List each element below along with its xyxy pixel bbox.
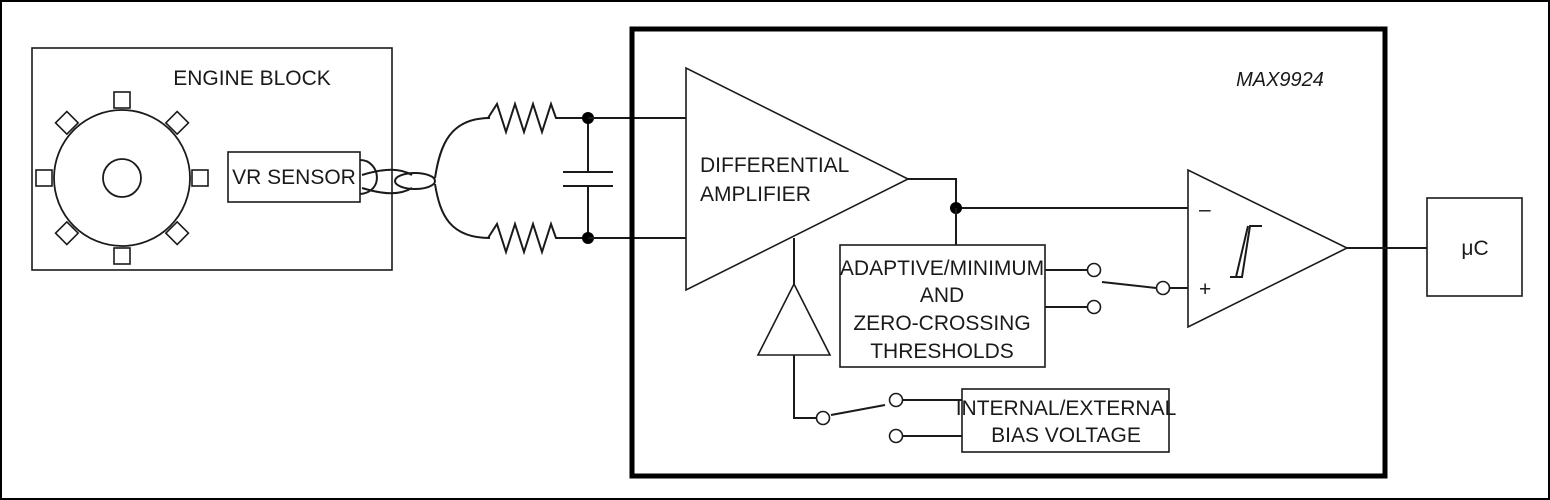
vr-sensor-box: VR SENSOR (227, 151, 361, 203)
bias-switch-icon (830, 392, 962, 444)
vr-sensor-label: VR SENSOR (232, 166, 356, 189)
bias-buffer (756, 238, 832, 426)
bias-line1: INTERNAL/EXTERNAL (956, 397, 1177, 420)
engine-block: ENGINE BLOCK VR SENSOR (31, 47, 393, 271)
thresholds-line2: AND (920, 284, 964, 307)
capacitor-icon (563, 118, 613, 238)
microcontroller-label: μC (1461, 237, 1488, 260)
bias-line2: BIAS VOLTAGE (991, 424, 1141, 447)
bias-voltage-block: INTERNAL/EXTERNAL BIAS VOLTAGE (956, 388, 1177, 453)
chip-boundary: MAX9924 (629, 26, 1388, 479)
comparator: – + (1187, 168, 1349, 329)
resistor-top-icon (487, 100, 588, 136)
resistor-bottom-icon (487, 220, 588, 256)
diff-amp-label-line2: AMPLIFIER (700, 183, 811, 206)
threshold-switch-icon (1045, 262, 1188, 315)
hysteresis-icon (1230, 225, 1262, 278)
thresholds-block: ADAPTIVE/MINIMUM AND ZERO-CROSSING THRES… (839, 244, 1046, 368)
thresholds-line1: ADAPTIVE/MINIMUM (840, 257, 1044, 280)
chip-label: MAX9924 (1236, 69, 1324, 91)
differential-amplifier: DIFFERENTIAL AMPLIFIER (685, 66, 910, 292)
diff-amp-label-line1: DIFFERENTIAL (700, 154, 849, 177)
microcontroller-block: μC (1426, 197, 1523, 297)
engine-block-label: ENGINE BLOCK (173, 67, 331, 90)
comparator-minus-label: – (1199, 198, 1211, 221)
comparator-plus-label: + (1199, 278, 1211, 301)
twisted-pair-wires (361, 117, 491, 239)
tone-wheel-icon (35, 91, 209, 265)
thresholds-line4: THRESHOLDS (870, 340, 1014, 363)
thresholds-line3: ZERO-CROSSING (853, 312, 1030, 335)
